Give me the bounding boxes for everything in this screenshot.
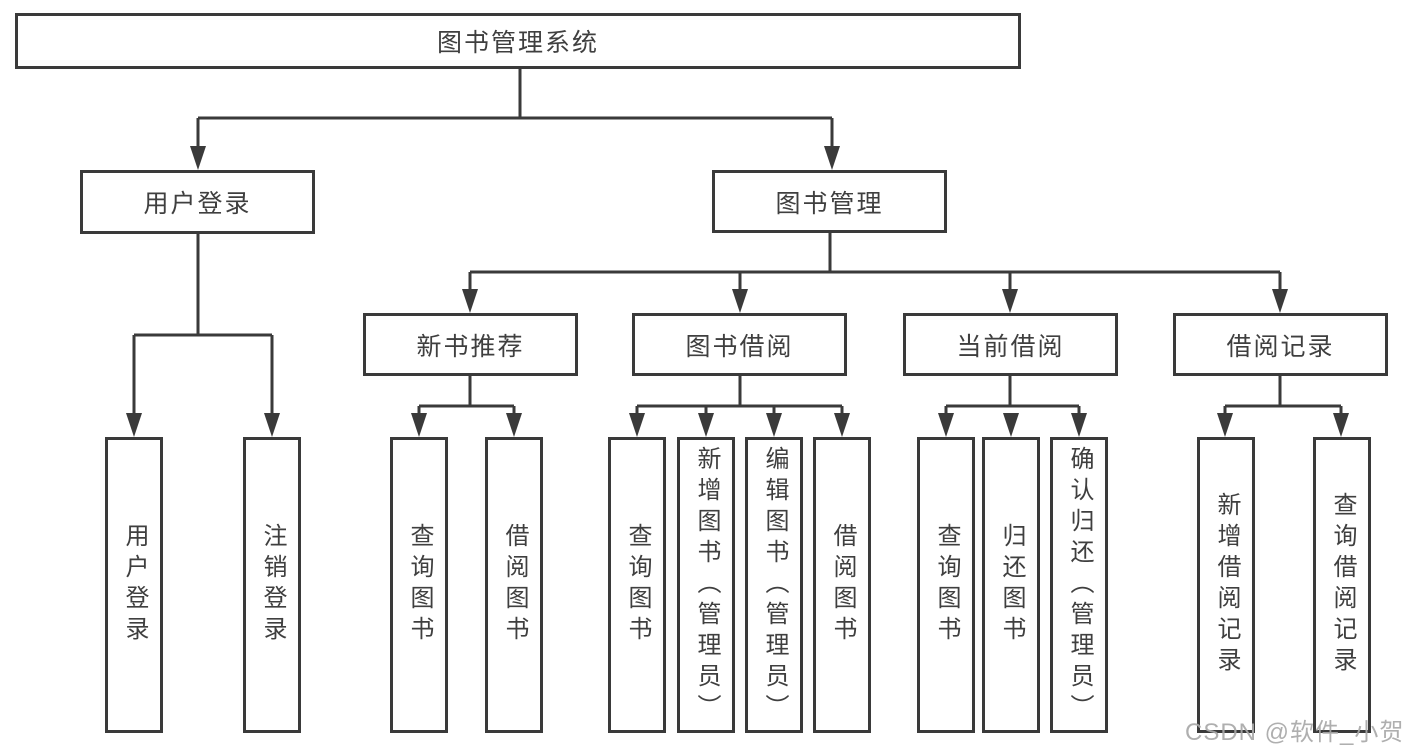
node-records-query-borrow-record: 查询借阅记录 — [1313, 437, 1371, 733]
leaf-label: 查询借阅记录 — [1329, 492, 1356, 678]
arrowhead — [1071, 413, 1087, 437]
node-rec-borrow-books: 借阅图书 — [485, 437, 543, 733]
arrowhead — [190, 146, 206, 170]
connector-root-to-level2 — [196, 69, 834, 148]
leaf-label: 查询图书 — [406, 523, 433, 647]
node-current-borrowing: 当前借阅 — [903, 313, 1118, 376]
arrowhead — [732, 289, 748, 313]
connector-records-to-leaves — [1223, 376, 1343, 415]
arrowhead — [766, 413, 782, 437]
arrowhead — [1003, 413, 1019, 437]
node-leaf-user-login: 用户登录 — [105, 437, 163, 733]
leaf-label: 借阅图书 — [829, 523, 856, 647]
node-current-query-books: 查询图书 — [917, 437, 975, 733]
leaf-label: 确认归还（管理员） — [1066, 445, 1093, 725]
node-current-return-books: 归还图书 — [982, 437, 1040, 733]
arrowhead — [1217, 413, 1233, 437]
arrowhead — [938, 413, 954, 437]
leaf-label: 归还图书 — [998, 523, 1025, 647]
arrowhead — [834, 413, 850, 437]
arrowhead — [824, 146, 840, 170]
arrowhead — [126, 413, 142, 437]
arrowhead — [1333, 413, 1349, 437]
connector-bmgmt-to-level3 — [468, 233, 1282, 291]
node-book-management: 图书管理 — [712, 170, 947, 233]
arrowhead — [462, 289, 478, 313]
node-user-login: 用户登录 — [80, 170, 315, 234]
node-leaf-logout: 注销登录 — [243, 437, 301, 733]
arrowhead — [506, 413, 522, 437]
node-book-borrowing: 图书借阅 — [632, 313, 847, 376]
connector-login-to-leaves — [132, 234, 274, 415]
connector-rec-to-leaves — [417, 376, 516, 415]
node-borrow-borrow-books: 借阅图书 — [813, 437, 871, 733]
arrowhead — [629, 413, 645, 437]
node-new-book-recommendation: 新书推荐 — [363, 313, 578, 376]
leaf-label: 注销登录 — [259, 523, 286, 647]
node-borrow-edit-books-admin: 编辑图书（管理员） — [745, 437, 803, 733]
leaf-label: 新增借阅记录 — [1213, 492, 1240, 678]
connector-current-to-leaves — [944, 376, 1081, 415]
node-borrow-add-books-admin: 新增图书（管理员） — [677, 437, 735, 733]
leaf-label: 查询图书 — [933, 523, 960, 647]
node-library-management-system: 图书管理系统 — [15, 13, 1021, 69]
leaf-label: 新增图书（管理员） — [693, 445, 720, 725]
arrowhead — [698, 413, 714, 437]
node-borrowing-records: 借阅记录 — [1173, 313, 1388, 376]
arrowhead — [1002, 289, 1018, 313]
node-borrow-query-books: 查询图书 — [608, 437, 666, 733]
node-current-confirm-return-admin: 确认归还（管理员） — [1050, 437, 1108, 733]
node-records-add-borrow-record: 新增借阅记录 — [1197, 437, 1255, 733]
connector-borrow-to-leaves — [635, 376, 844, 415]
node-rec-query-books: 查询图书 — [390, 437, 448, 733]
leaf-label: 编辑图书（管理员） — [761, 445, 788, 725]
arrowhead — [264, 413, 280, 437]
arrowhead — [1272, 289, 1288, 313]
arrowhead — [411, 413, 427, 437]
leaf-label: 查询图书 — [624, 523, 651, 647]
leaf-label: 借阅图书 — [501, 523, 528, 647]
leaf-label: 用户登录 — [121, 523, 148, 647]
watermark-text: CSDN @软件_小贺同学 — [1185, 719, 1405, 746]
